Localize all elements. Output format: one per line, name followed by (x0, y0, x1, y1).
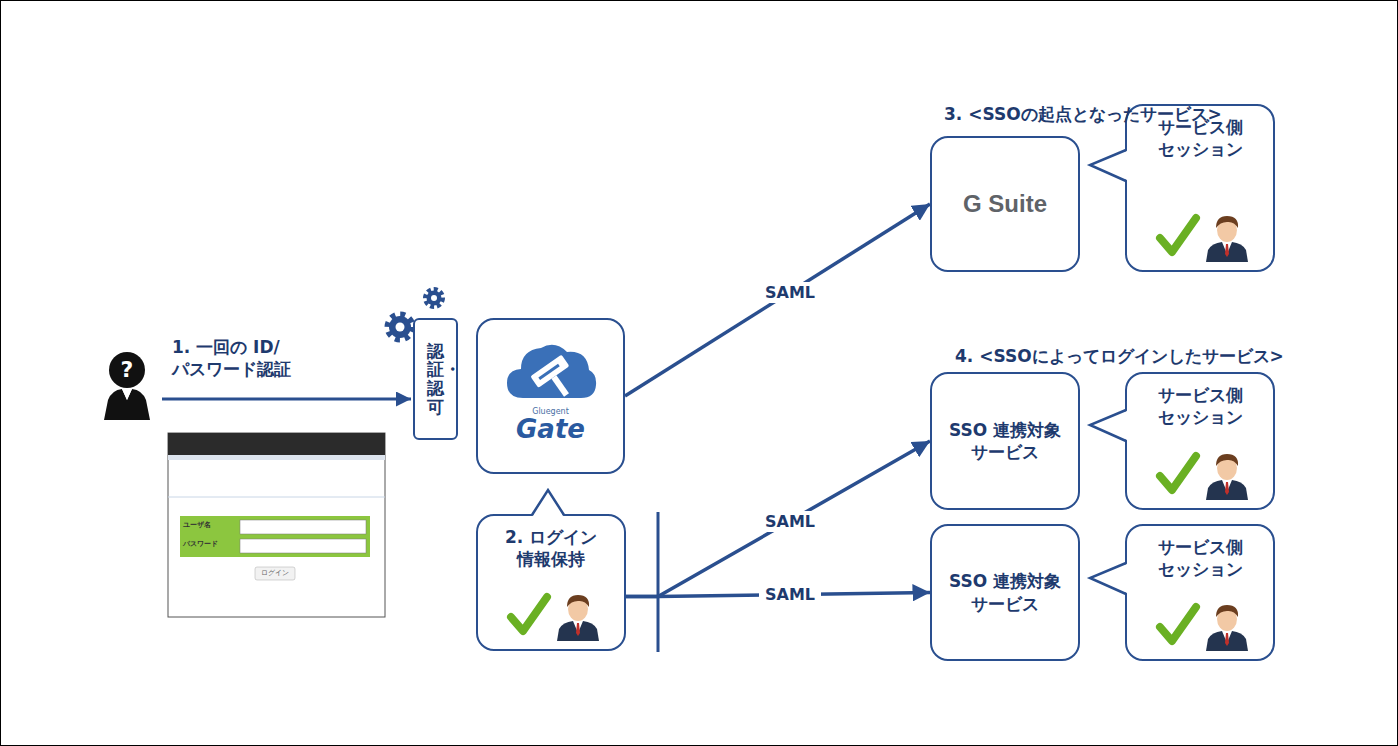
callout-box: サービス側 セッション (1125, 372, 1275, 510)
node-text: 認証・認可 (427, 342, 444, 417)
service-box: SSO 連携対象 サービス (930, 372, 1080, 510)
branch-bar (657, 512, 660, 652)
user-icon (104, 352, 150, 420)
login-arrow (162, 398, 411, 401)
logo-text: Gate (516, 416, 585, 443)
step-label: 3. <SSOの起点となったサービス> (944, 103, 1274, 125)
check-person-icon (503, 589, 599, 641)
gate-logo (503, 336, 599, 406)
form-label: ユーザ名 (183, 521, 238, 529)
step-label: 1. 一回の ID/パスワード認証 (172, 336, 362, 380)
edge-label: SAML (759, 584, 821, 605)
form-label: パスワード (183, 540, 238, 548)
callout-box: サービス側 セッション (1125, 104, 1275, 272)
icon-glyph: ? (109, 356, 145, 385)
node-text: 2. ログイン 情報保持 (486, 526, 616, 570)
callout-box: サービス側 セッション (1125, 524, 1275, 661)
step-label: 4. <SSOによってログインしたサービス> (955, 345, 1335, 367)
auth-box: 認証・認可 (413, 318, 458, 440)
node-text: SSO 連携対象 サービス (940, 570, 1070, 614)
check-person-icon (1152, 599, 1248, 651)
check-person-icon (1152, 210, 1248, 262)
service-box: G Suite (930, 136, 1080, 272)
saml-connector (625, 204, 930, 396)
edge-label: SAML (759, 282, 821, 303)
callout-box: 2. ログイン 情報保持 (476, 514, 626, 651)
logo-text: Gluegent (532, 408, 569, 416)
login-screenshot (168, 433, 385, 617)
form-label: ログイン (255, 569, 295, 577)
service-box: GluegentGate (476, 318, 625, 474)
check-person-icon (1152, 448, 1248, 500)
edge-label: SAML (759, 511, 821, 532)
service-box: SSO 連携対象 サービス (930, 524, 1080, 661)
node-text: サービス側 セッション (1135, 384, 1265, 428)
node-text: SSO 連携対象 サービス (940, 419, 1070, 463)
node-text: G Suite (963, 188, 1047, 219)
node-text: サービス側 セッション (1135, 536, 1265, 580)
saml-connector (626, 441, 930, 597)
